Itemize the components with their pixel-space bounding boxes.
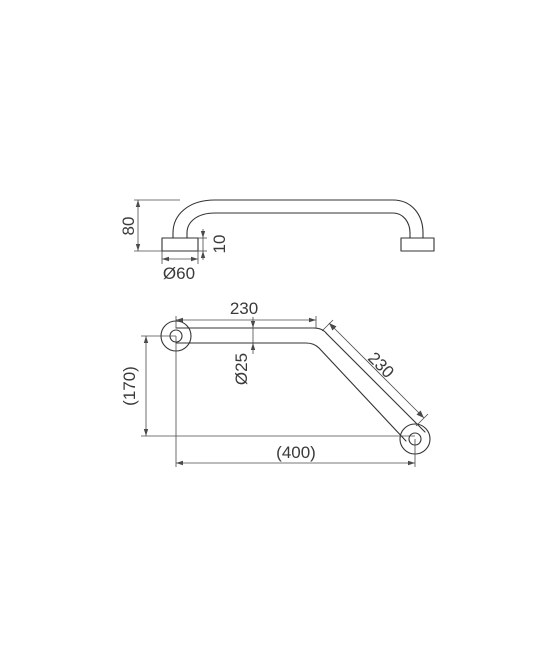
side-view: 80 10 Ø60 (119, 199, 435, 283)
offset-dimension: (170) (120, 335, 415, 437)
tube-diameter-dimension-label: Ø25 (232, 353, 251, 385)
left-flange (161, 237, 199, 252)
base-thickness-dimension-label: 10 (210, 235, 229, 254)
flange-diameter-dimension-label: Ø60 (163, 264, 195, 283)
right-flange (400, 237, 435, 252)
grab-bar-inner-edge (186, 212, 411, 239)
straight-length-dimension-label: 230 (230, 299, 258, 318)
tube-lower-edge (175, 342, 407, 442)
top-view: 230 230 Ø25 (170) (120, 299, 431, 467)
straight-length-dimension: 230 (175, 299, 317, 328)
grab-bar-outer-edge (172, 199, 424, 239)
overall-width-dimension-label: (400) (276, 443, 316, 462)
overall-width-dimension: (400) (175, 336, 416, 467)
angled-length-dimension: 230 (321, 319, 429, 427)
flange-diameter-dimension: Ø60 (161, 251, 199, 283)
height-dimension-label: 80 (119, 217, 138, 236)
height-dimension: 80 (119, 199, 180, 252)
offset-dimension-label: (170) (120, 366, 139, 406)
tube-upper-edge (175, 327, 426, 433)
tube-diameter-dimension: Ø25 (232, 317, 256, 385)
base-thickness-dimension: 10 (198, 229, 229, 260)
